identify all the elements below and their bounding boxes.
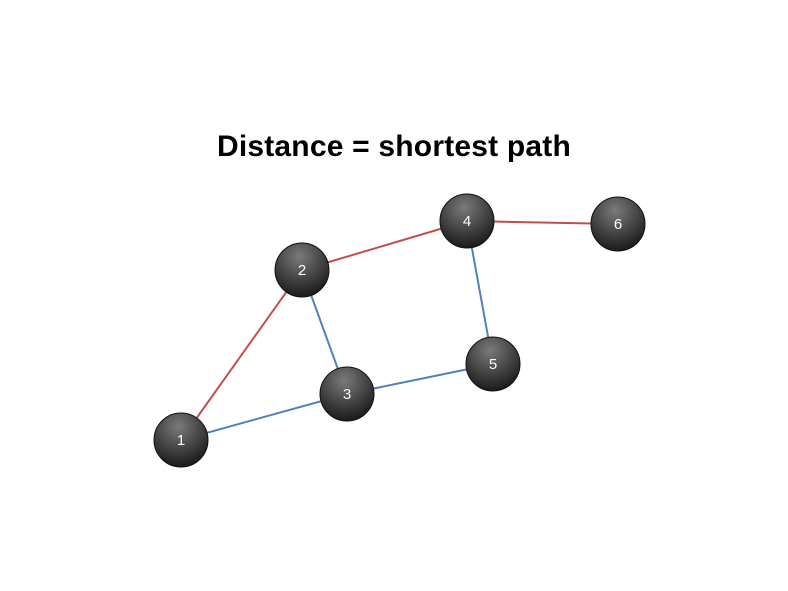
node-label: 2 (298, 262, 306, 279)
edge-1-2 (180, 269, 303, 441)
edge-1-3 (180, 393, 348, 441)
node-6: 6 (590, 196, 646, 252)
node-circle (590, 196, 646, 252)
node-label: 1 (177, 432, 185, 449)
node-circle (319, 366, 375, 422)
nodes-layer: 1 2 3 4 5 6 (153, 193, 646, 468)
node-2: 2 (274, 242, 330, 298)
node-circle (153, 412, 209, 468)
edge-2-4 (301, 220, 468, 271)
node-1: 1 (153, 412, 209, 468)
node-4: 4 (439, 193, 495, 249)
node-circle (439, 193, 495, 249)
node-circle (274, 242, 330, 298)
node-label: 4 (463, 213, 471, 230)
node-label: 5 (489, 356, 497, 373)
node-5: 5 (465, 336, 521, 392)
node-circle (465, 336, 521, 392)
node-3: 3 (319, 366, 375, 422)
diagram-title: Distance = shortest path (216, 130, 572, 163)
edges-layer (180, 220, 619, 441)
node-label: 3 (343, 386, 351, 403)
node-label: 6 (614, 216, 622, 233)
